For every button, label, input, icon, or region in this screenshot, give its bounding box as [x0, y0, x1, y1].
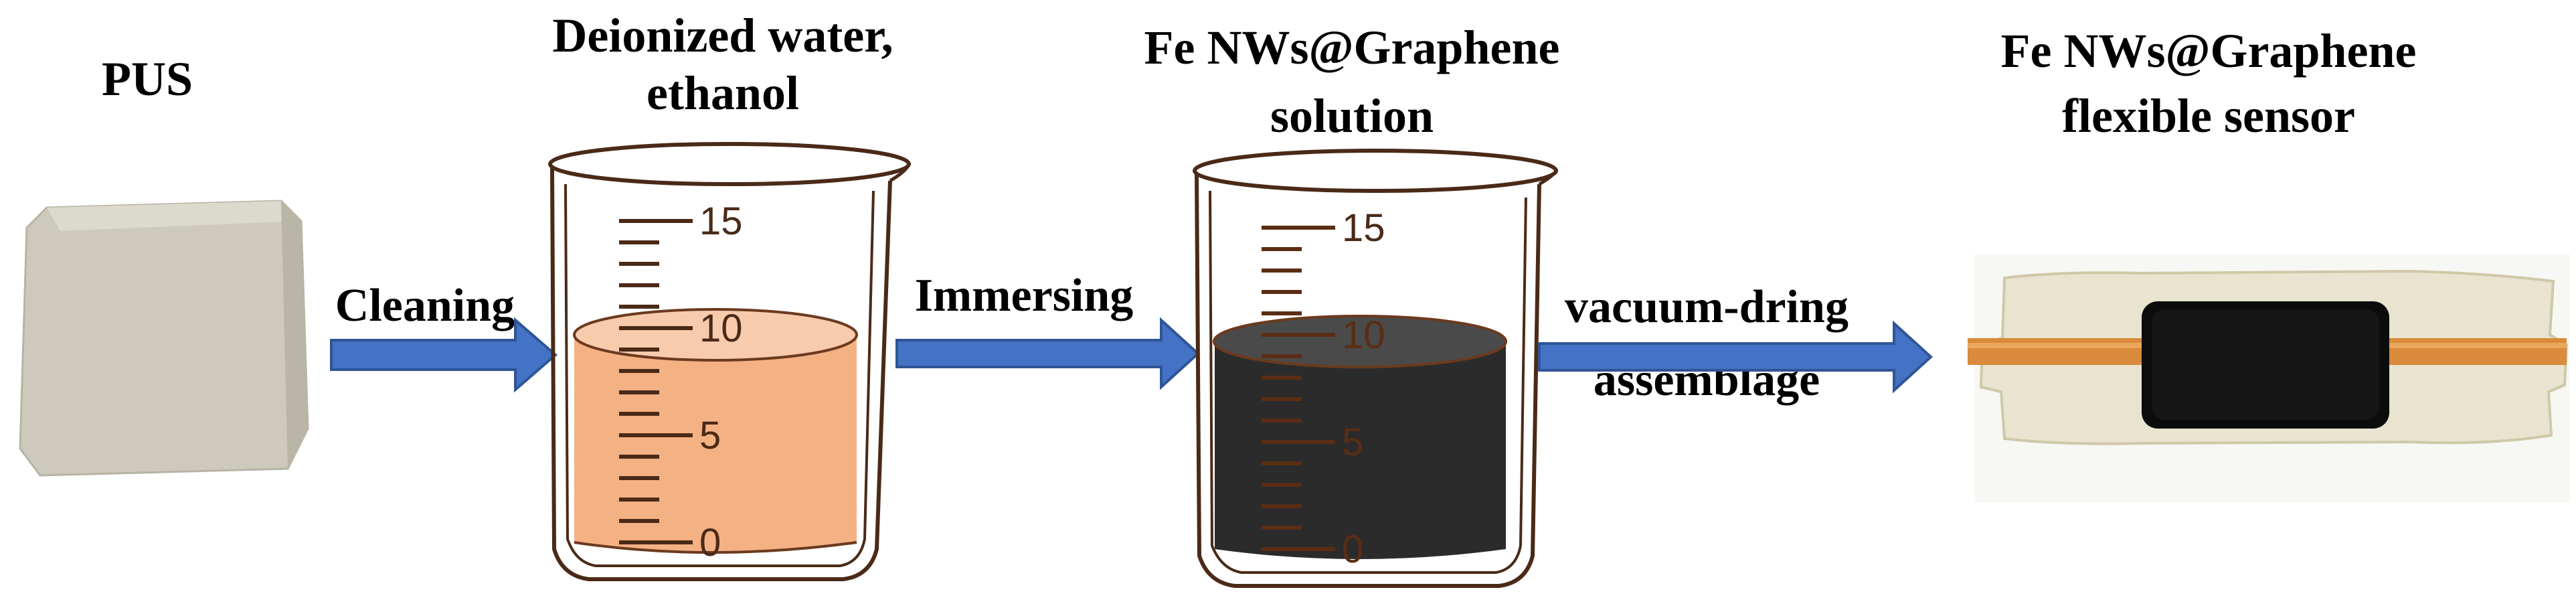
flexible-sensor [1968, 254, 2570, 502]
beaker2-mark-15: 15 [1342, 206, 1385, 250]
beaker1-mark-15: 15 [699, 200, 743, 243]
beaker2-title: Fe NWs@Graphene solution [1084, 13, 1620, 150]
arrow1-label: Cleaning [335, 280, 515, 331]
beaker1-title: Deionized water, ethanol [468, 7, 977, 123]
sensor-title-line1: Fe NWs@Graphene [2000, 24, 2417, 78]
beaker1-title-line2: ethanol [646, 66, 800, 121]
arrow-cleaning [330, 317, 558, 393]
beaker-fe-nws-graphene-solution: 15 10 5 0 [1193, 149, 1558, 588]
beaker2-mark-5: 5 [1342, 421, 1363, 464]
beaker1-mark-5: 5 [699, 414, 721, 457]
arrow2-label: Immersing [914, 270, 1134, 321]
beaker1-mark-10: 10 [699, 307, 743, 350]
beaker-water-ethanol: 15 10 5 0 [548, 142, 911, 581]
beaker2-mark-10: 10 [1342, 313, 1385, 357]
sensor-title: Fe NWs@Graphene flexible sensor [1927, 19, 2490, 149]
arrow-vacuum-drying-assemblage [1538, 320, 1933, 394]
beaker2-title-line1: Fe NWs@Graphene [1144, 21, 1560, 74]
pus-title: PUS [101, 52, 193, 106]
arrow3-label-line1: vacuum-dring [1565, 281, 1849, 333]
beaker1-mark-0: 0 [699, 521, 721, 564]
beaker2-mark-0: 0 [1342, 528, 1363, 571]
beaker2-title-line2: solution [1270, 89, 1434, 143]
arrow-immersing [895, 317, 1200, 390]
beaker1-title-line1: Deionized water, [552, 9, 893, 62]
pus-sponge [19, 200, 309, 477]
sensor-title-line2: flexible sensor [2062, 89, 2355, 143]
